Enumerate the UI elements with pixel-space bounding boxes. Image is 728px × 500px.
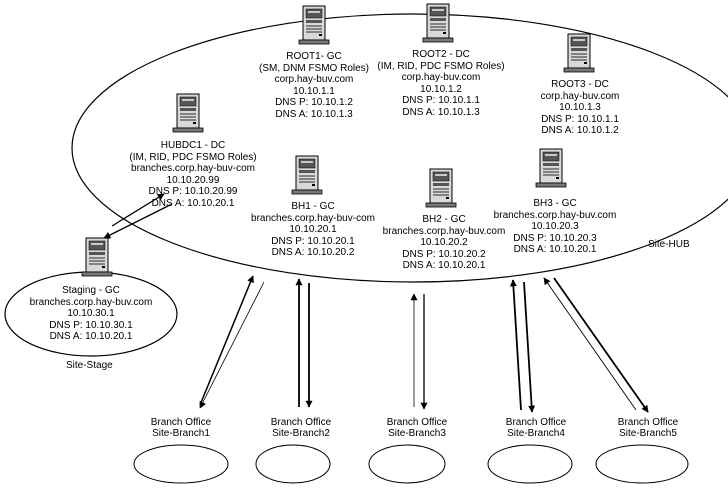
hubdc1-server-label: HUBDC1 - DC (IM, RID, PDC FSMO Roles) br…	[128, 140, 258, 209]
bh2-server-label: BH2 - GC branches.corp.hay-buv.com 10.10…	[379, 214, 509, 272]
branch5-office: Branch Office	[617, 417, 679, 428]
hubdc1-server-icon	[172, 93, 204, 133]
root2-dns-primary: DNS P: 10.10.1.1	[402, 95, 480, 106]
branch1-uplink-arrow	[199, 275, 254, 406]
branch3-site-ellipse	[368, 444, 446, 484]
bh1-server-icon	[291, 155, 323, 195]
branch1-site: Site-Branch1	[152, 428, 210, 439]
root2-roles: (IM, RID, PDC FSMO Roles)	[377, 60, 505, 72]
bh3-domain: branches.corp.hay-buv.com	[493, 209, 617, 221]
root3-dns-alternate: DNS A: 10.10.1.2	[541, 125, 619, 136]
staging-domain: branches.corp.hay-buv.com	[29, 296, 153, 308]
root2-ip: 10.10.1.2	[420, 83, 462, 95]
bh1-name: BH1 - GC	[291, 201, 335, 212]
root1-domain: corp.hay-buv.com	[274, 74, 354, 85]
bh2-server-icon	[425, 168, 457, 208]
branch5-uplink-arrow	[543, 277, 637, 411]
bh2-name: BH2 - GC	[422, 214, 466, 225]
staging-server-icon	[81, 237, 113, 277]
bh3-ip: 10.10.20.3	[531, 221, 579, 232]
branch2-site: Site-Branch2	[272, 428, 330, 439]
root1-server-label: ROOT1- GC (SM, DNM FSMO Roles) corp.hay-…	[254, 51, 374, 120]
root3-dns-primary: DNS P: 10.10.1.1	[541, 113, 619, 125]
branch5-label: Branch Office Site-Branch5	[608, 417, 688, 439]
bh3-dns-alternate: DNS A: 10.10.20.1	[513, 244, 597, 255]
branch3-office: Branch Office	[386, 417, 448, 428]
bh2-domain: branches.corp.hay-buv.com	[382, 225, 506, 237]
root3-name: ROOT3 - DC	[551, 79, 609, 90]
branch4-site: Site-Branch4	[507, 428, 565, 439]
hubdc1-dns-alternate: DNS A: 10.10.20.1	[151, 197, 235, 209]
branch4-label: Branch Office Site-Branch4	[496, 417, 576, 439]
bh2-ip: 10.10.20.2	[420, 237, 468, 248]
branch4-site-ellipse	[487, 444, 573, 484]
root3-ip: 10.10.1.3	[559, 102, 601, 113]
branch3-label: Branch Office Site-Branch3	[377, 417, 457, 439]
bh1-server-label: BH1 - GC branches.corp.hay-buv-com 10.10…	[248, 201, 378, 259]
bh3-name: BH3 - GC	[533, 198, 577, 209]
branch4-uplink-arrow	[509, 279, 522, 411]
hubdc1-dns-primary: DNS P: 10.10.20.99	[148, 186, 238, 197]
site-hub-label: Site-HUB	[648, 239, 690, 250]
root1-dns-primary: DNS P: 10.10.1.2	[275, 97, 353, 108]
branch2-label: Branch Office Site-Branch2	[261, 417, 341, 439]
root1-dns-alternate: DNS A: 10.10.1.3	[275, 108, 353, 120]
root1-server-icon	[298, 5, 330, 45]
hubdc1-ip: 10.10.20.99	[166, 174, 220, 186]
branch5-site: Site-Branch5	[619, 428, 677, 439]
hubdc1-name: HUBDC1 - DC	[160, 140, 226, 151]
bh1-domain: branches.corp.hay-buv-com	[251, 212, 375, 224]
bh1-dns-alternate: DNS A: 10.10.20.2	[271, 247, 355, 258]
staging-dns-primary: DNS P: 10.10.30.1	[49, 319, 133, 331]
bh1-ip: 10.10.20.1	[289, 224, 337, 235]
root3-server-icon	[563, 33, 595, 73]
bh3-server-label: BH3 - GC branches.corp.hay-buv.com 10.10…	[490, 198, 620, 256]
bh3-dns-primary: DNS P: 10.10.20.3	[513, 232, 597, 244]
root1-name: ROOT1- GC	[286, 51, 342, 62]
staging-name: Staging - GC	[62, 285, 120, 296]
hub-to-staging-arrow	[103, 203, 173, 239]
hubdc1-domain: branches.corp.hay-buv-com	[131, 163, 255, 174]
branch3-site: Site-Branch3	[388, 428, 446, 439]
root2-domain: corp.hay-buv.com	[401, 72, 481, 83]
root2-dns-alternate: DNS A: 10.10.1.3	[402, 106, 480, 118]
bh3-server-icon	[535, 148, 567, 188]
branch4-office: Branch Office	[505, 417, 567, 428]
hubdc1-roles: (IM, RID, PDC FSMO Roles)	[129, 151, 257, 163]
branch2-site-ellipse	[255, 444, 331, 484]
branch5-downlink-arrow	[553, 277, 649, 413]
branch2-office: Branch Office	[270, 417, 332, 428]
staging-ip: 10.10.30.1	[67, 308, 115, 319]
branch5-site-ellipse	[595, 444, 689, 484]
branch1-downlink-arrow	[199, 281, 265, 409]
site-stage-label: Site-Stage	[66, 360, 113, 371]
root1-ip: 10.10.1.1	[293, 85, 335, 97]
root1-roles: (SM, DNM FSMO Roles)	[259, 62, 369, 74]
branch1-label: Branch Office Site-Branch1	[141, 417, 221, 439]
branch4-downlink-arrow	[523, 281, 536, 413]
root3-domain: corp.hay-buv.com	[540, 90, 620, 102]
staging-server-label: Staging - GC branches.corp.hay-buv.com 1…	[29, 285, 153, 343]
bh2-dns-alternate: DNS A: 10.10.20.1	[402, 260, 486, 271]
bh1-dns-primary: DNS P: 10.10.20.1	[271, 235, 355, 247]
bh2-dns-primary: DNS P: 10.10.20.2	[402, 248, 486, 260]
branch1-office: Branch Office	[150, 417, 212, 428]
root2-name: ROOT2 - DC	[412, 49, 470, 60]
staging-dns-alternate: DNS A: 10.10.20.1	[49, 331, 133, 342]
root2-server-label: ROOT2 - DC (IM, RID, PDC FSMO Roles) cor…	[376, 49, 506, 118]
root3-server-label: ROOT3 - DC corp.hay-buv.com 10.10.1.3 DN…	[530, 79, 630, 137]
staging-to-hub-arrow	[111, 193, 165, 227]
site-hub-ellipse	[71, 13, 728, 283]
root2-server-icon	[422, 3, 454, 43]
branch1-site-ellipse	[133, 444, 229, 484]
